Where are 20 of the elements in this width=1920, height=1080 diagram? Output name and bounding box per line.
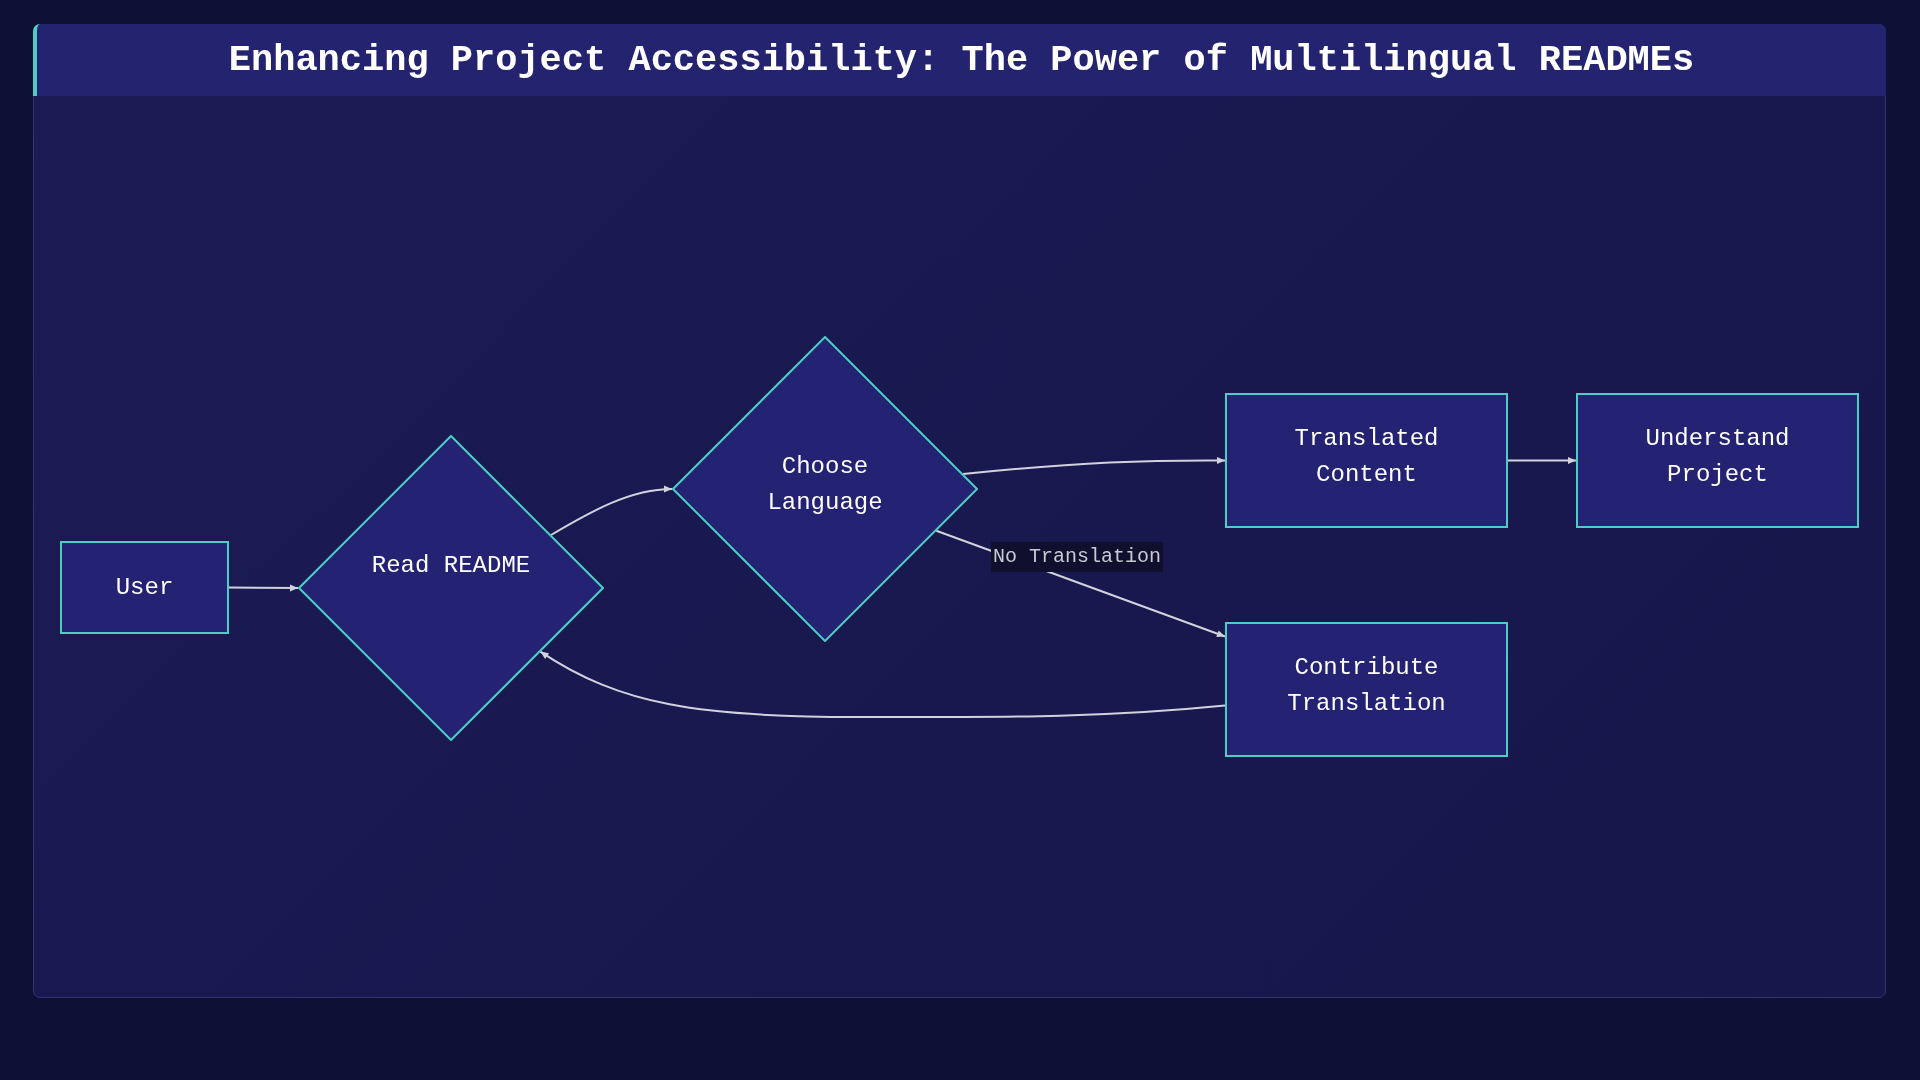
arrow — [1507, 457, 1577, 464]
diagram-title: Enhancing Project Accessibility: The Power of Multilingual READMEs — [228, 39, 1695, 81]
node-label: Translated Content — [1293, 423, 1440, 490]
edge-label: No Translation — [991, 542, 1164, 572]
node-label: Choose Language — [766, 452, 884, 518]
node-label: Contribute Translation — [1286, 652, 1447, 719]
arrow — [539, 650, 1226, 718]
process-box — [1576, 393, 1859, 528]
node-label: Understand Project — [1644, 423, 1791, 490]
node-label: Read README — [371, 551, 531, 581]
process-box — [1225, 393, 1508, 528]
decision-diamond — [672, 336, 978, 642]
decision-diamond — [298, 435, 604, 741]
arrow — [228, 584, 299, 592]
process-box — [60, 541, 229, 634]
process-box — [1225, 622, 1508, 757]
node-label: User — [115, 572, 174, 603]
arrow — [935, 529, 1226, 638]
arrow — [962, 456, 1226, 476]
arrow — [550, 485, 673, 536]
